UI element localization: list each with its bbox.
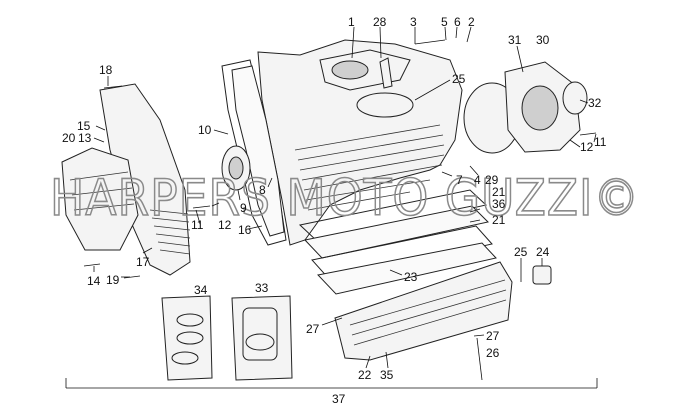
callout-15: 15 (77, 119, 91, 133)
callout-22: 22 (358, 368, 372, 382)
callout-7: 7 (456, 173, 463, 187)
callout-31: 31 (508, 33, 522, 47)
callout-14: 14 (87, 274, 101, 288)
callout-32: 32 (588, 96, 602, 110)
callout-27-left: 27 (306, 322, 320, 336)
callout-27-right: 27 (486, 329, 500, 343)
callout-28: 28 (373, 15, 387, 29)
callout-29: 29 (485, 173, 499, 187)
callout-2: 2 (468, 15, 475, 29)
crankcase (257, 39, 463, 246)
callout-26: 26 (486, 346, 500, 360)
callout-20: 20 (62, 131, 76, 145)
seal-part (221, 145, 251, 191)
assembly-bracket (65, 378, 598, 389)
callout-labels: 1 28 3 5 6 2 31 30 18 25 15 20 13 10 32 … (62, 15, 607, 406)
callout-25-upper: 25 (452, 72, 466, 86)
callout-12-right: 12 (580, 140, 594, 154)
callout-11-left: 11 (191, 218, 204, 232)
callout-37-assembly: 37 (332, 392, 346, 406)
callout-17: 17 (136, 255, 150, 269)
callout-25-lower: 25 (514, 245, 528, 259)
callout-12-left: 12 (218, 218, 232, 232)
callout-10: 10 (198, 123, 212, 137)
callout-16: 16 (238, 223, 252, 237)
fasteners (83, 39, 597, 381)
callout-9: 9 (240, 201, 247, 215)
callout-35: 35 (380, 368, 394, 382)
rear-cover (463, 61, 588, 154)
gasket-kit-bags (161, 295, 293, 381)
callout-36: 36 (492, 197, 506, 211)
oil-filter-cap (532, 265, 552, 285)
callout-11-right: 11 (594, 135, 607, 149)
callout-34: 34 (194, 283, 208, 297)
callout-24: 24 (536, 245, 550, 259)
callout-21-lower: 21 (492, 213, 506, 227)
callout-4: 4 (474, 173, 481, 187)
callout-3: 3 (410, 15, 417, 29)
front-plate (61, 147, 139, 251)
callout-8: 8 (259, 183, 266, 197)
callout-33: 33 (255, 281, 269, 295)
left-cover-gasket (221, 59, 287, 246)
callout-30: 30 (536, 33, 550, 47)
oil-pan-stack (298, 189, 513, 361)
callout-6: 6 (454, 15, 461, 29)
callout-19: 19 (106, 273, 120, 287)
callout-13: 13 (78, 131, 92, 145)
watermark-text: HARPERS MOTO GUZZI© (50, 169, 640, 227)
callout-18: 18 (99, 63, 113, 77)
callout-1: 1 (348, 15, 355, 29)
callout-21-upper: 21 (492, 185, 506, 199)
leader-lines (93, 26, 597, 369)
callout-5: 5 (441, 15, 448, 29)
callout-23: 23 (404, 270, 418, 284)
